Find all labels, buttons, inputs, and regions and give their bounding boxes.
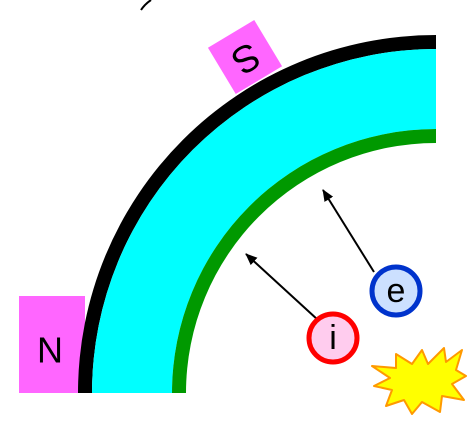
south-magnet: S (207, 19, 283, 95)
vessel-wall (78, 35, 436, 393)
ion-arrow (245, 253, 319, 321)
electron-label: e (387, 272, 406, 310)
wall-body-layer (92, 49, 436, 393)
north-magnet: N (19, 296, 85, 393)
electron-particle: e (369, 264, 423, 318)
north-magnet-label: N (37, 330, 63, 371)
ion-label: i (329, 319, 337, 357)
cropped-curve-fragment (140, 0, 152, 11)
ion-particle: i (306, 311, 360, 365)
particle-arrows (245, 189, 375, 321)
electron-arrow (322, 189, 375, 273)
spark-burst-icon (371, 347, 467, 415)
